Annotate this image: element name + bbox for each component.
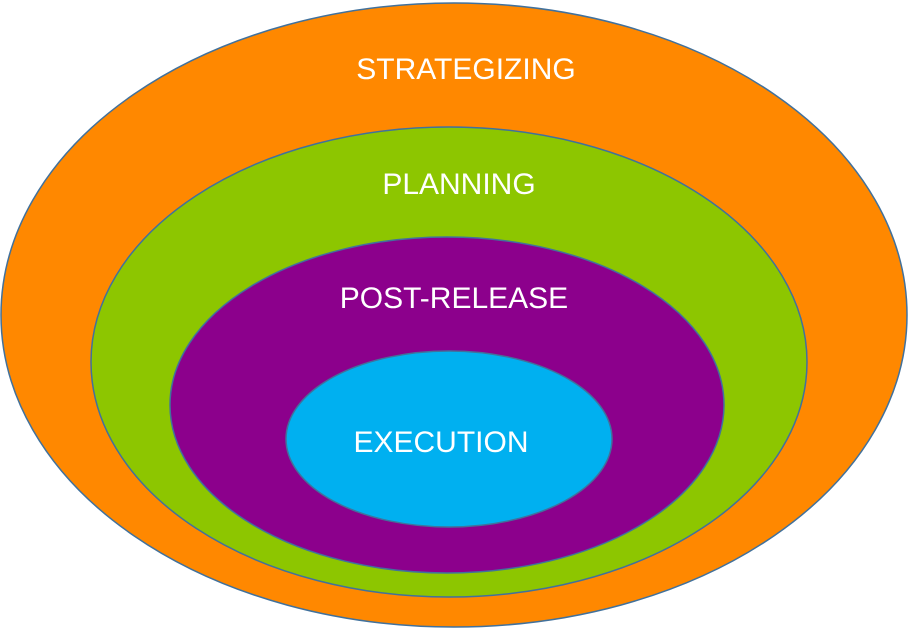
ring-post-release-label: POST-RELEASE xyxy=(340,282,568,315)
ring-planning-label: PLANNING xyxy=(382,168,535,201)
ring-execution: EXECUTION xyxy=(285,350,613,528)
ring-strategizing-label: STRATEGIZING xyxy=(356,53,575,86)
ring-execution-label: EXECUTION xyxy=(353,426,528,459)
ring-execution-shape xyxy=(285,350,613,528)
